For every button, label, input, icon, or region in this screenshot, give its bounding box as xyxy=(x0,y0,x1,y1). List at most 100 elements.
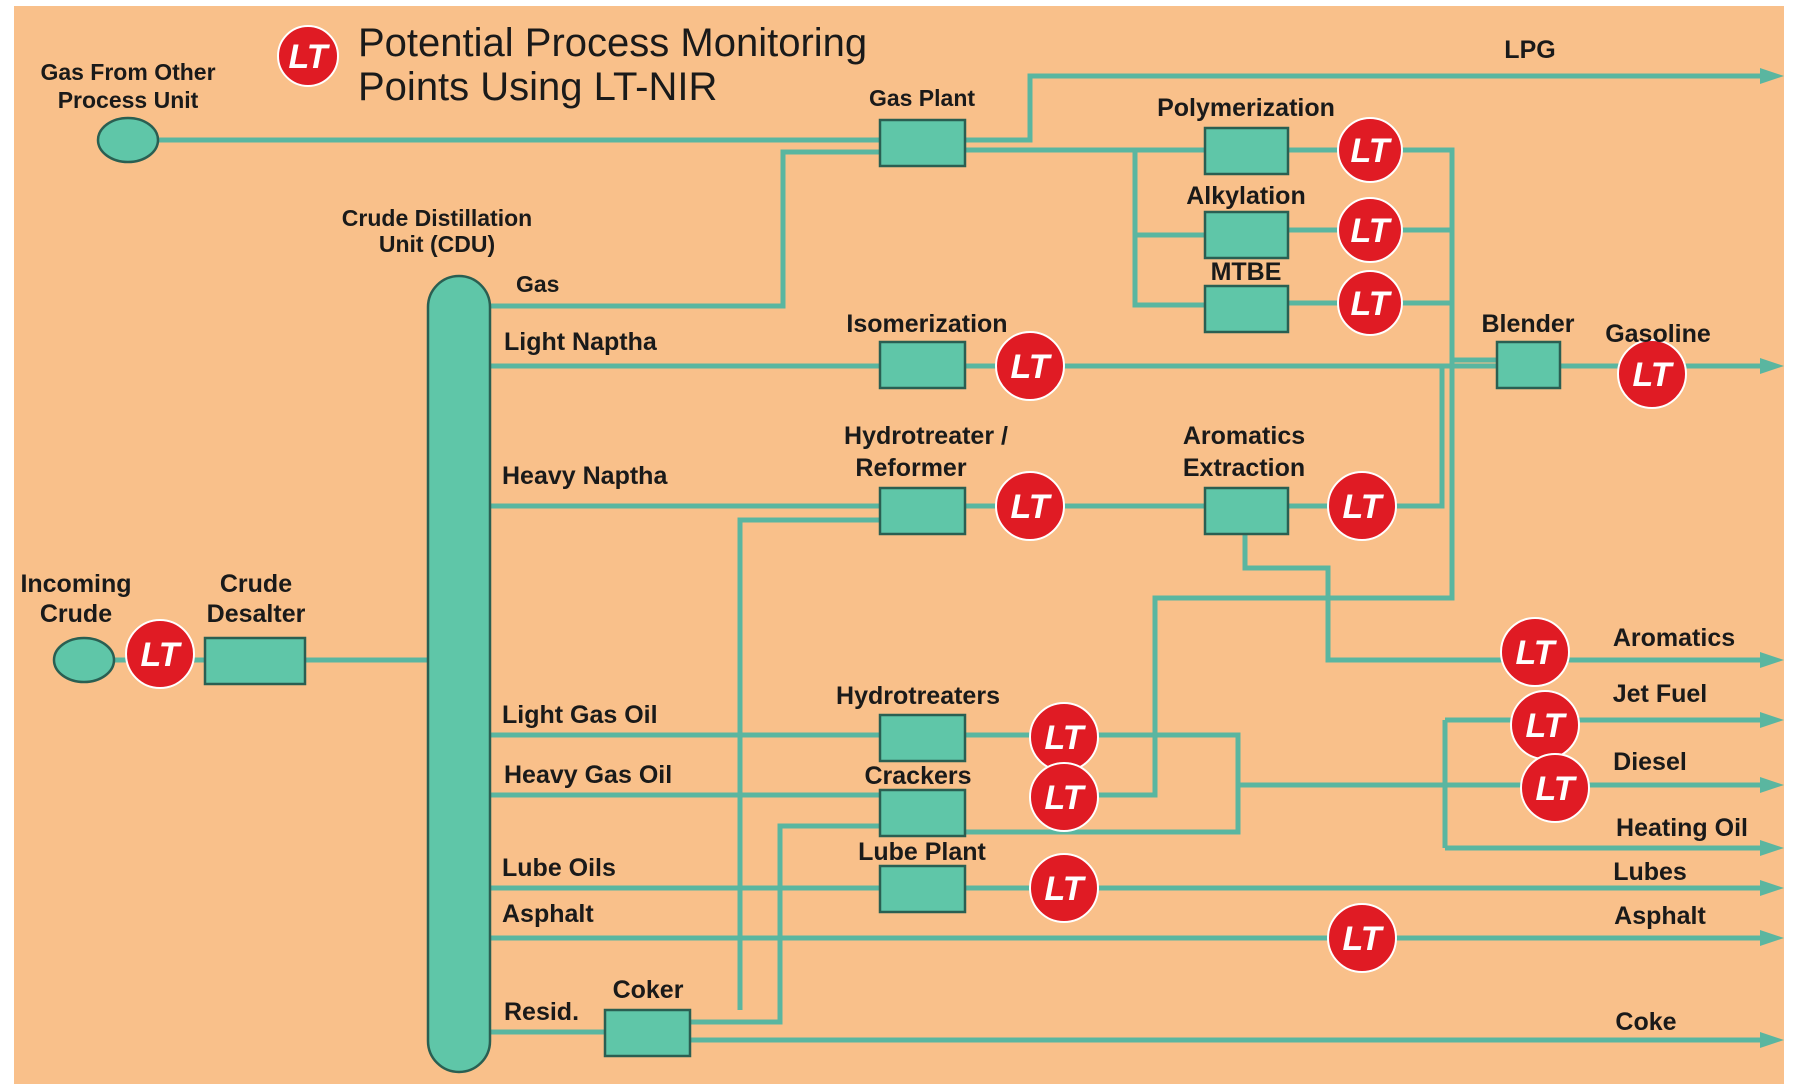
lpg-arrow xyxy=(1760,68,1784,84)
alkylation-label: Alkylation xyxy=(1186,182,1305,210)
lt-marker-label: LT xyxy=(1044,779,1086,817)
gasoline-arrow xyxy=(1760,358,1784,374)
crackers-label: Crackers xyxy=(864,762,971,790)
lt-marker-gasoline: LT xyxy=(1617,339,1687,409)
gas-other-source xyxy=(96,116,160,164)
lt-marker-label: LT xyxy=(140,636,182,674)
lt-marker-polymerization: LT xyxy=(1337,117,1403,183)
aromatics-arrow xyxy=(1760,652,1784,668)
product-asphalt-label: Asphalt xyxy=(1614,902,1706,930)
lt-marker-label: LT xyxy=(1535,770,1577,808)
mtbe-unit xyxy=(1203,284,1290,334)
title-line-2: Points Using LT-NIR xyxy=(358,65,717,109)
incoming-crude-source xyxy=(52,636,116,684)
mtbe-label: MTBE xyxy=(1211,258,1282,286)
stream-lube-oils-label: Lube Oils xyxy=(502,854,616,882)
stream-gas-label: Gas xyxy=(516,271,559,297)
stream-asphalt-label: Asphalt xyxy=(502,900,594,928)
product-gasoline-label: Gasoline xyxy=(1605,320,1711,348)
lt-marker-label: LT xyxy=(288,38,330,76)
cdu-label-2: Unit (CDU) xyxy=(379,231,495,257)
crackers-unit xyxy=(878,788,967,838)
lt-marker-title: LT xyxy=(277,25,339,87)
product-lpg-label: LPG xyxy=(1504,36,1555,64)
isomerization-unit xyxy=(878,340,967,390)
lt-marker-alkylation: LT xyxy=(1337,197,1403,263)
lt-marker-label: LT xyxy=(1350,212,1392,250)
polymerization-unit xyxy=(1203,126,1290,176)
product-coke-label: Coke xyxy=(1615,1008,1676,1036)
lt-marker-isomerization: LT xyxy=(995,331,1065,401)
alkylation-unit xyxy=(1203,210,1290,260)
asphalt-arrow xyxy=(1760,930,1784,946)
stream-heavy-gas-oil-label: Heavy Gas Oil xyxy=(504,761,672,789)
desalter-label-2: Desalter xyxy=(207,600,306,628)
gas-other-label-2: Process Unit xyxy=(58,87,199,113)
lt-marker-aromatics-extraction: LT xyxy=(1327,471,1397,541)
title-line-1: Potential Process Monitoring xyxy=(358,21,867,65)
lt-marker-label: LT xyxy=(1515,634,1557,672)
lt-marker-label: LT xyxy=(1632,356,1674,394)
lt-marker-lube-plant: LT xyxy=(1029,853,1099,923)
diesel-arrow xyxy=(1760,777,1784,793)
lubes-arrow xyxy=(1760,880,1784,896)
stream-light-naptha-label: Light Naptha xyxy=(504,328,658,356)
blender-unit xyxy=(1495,340,1562,390)
desalter-unit xyxy=(203,636,307,686)
lt-markers: LT LT LT LT LT LT LT LT xyxy=(125,25,1687,973)
hydrotreater-reformer-label-2: Reformer xyxy=(855,454,966,482)
lt-marker-crackers: LT xyxy=(1029,762,1099,832)
product-jet-fuel-label: Jet Fuel xyxy=(1613,680,1707,708)
lt-marker-label: LT xyxy=(1010,488,1052,526)
product-heating-oil-label: Heating Oil xyxy=(1616,814,1748,842)
arrowheads xyxy=(1760,68,1784,1048)
incoming-crude-label-2: Crude xyxy=(40,600,112,628)
lt-marker-label: LT xyxy=(1350,132,1392,170)
diagram-background xyxy=(14,6,1784,1084)
lt-marker-label: LT xyxy=(1350,285,1392,323)
blender-label: Blender xyxy=(1481,310,1574,338)
lt-marker-aromatics: LT xyxy=(1500,617,1570,687)
lt-marker-jet-fuel: LT xyxy=(1510,690,1580,760)
lt-marker-label: LT xyxy=(1342,488,1384,526)
gas-plant-label: Gas Plant xyxy=(869,85,975,111)
aromatics-extraction-label-2: Extraction xyxy=(1183,454,1305,482)
aromatics-extraction-unit xyxy=(1203,486,1290,536)
lt-marker-diesel: LT xyxy=(1520,753,1590,823)
lt-marker-label: LT xyxy=(1342,920,1384,958)
aromatics-extraction-label-1: Aromatics xyxy=(1183,422,1305,450)
incoming-crude-label-1: Incoming xyxy=(20,570,131,598)
stream-heavy-naptha-label: Heavy Naptha xyxy=(502,462,668,490)
lt-marker-mtbe: LT xyxy=(1337,270,1403,336)
hydrotreaters-label: Hydrotreaters xyxy=(836,682,1000,710)
jet-fuel-arrow xyxy=(1760,712,1784,728)
lt-marker-crude: LT xyxy=(125,619,195,689)
coke-arrow xyxy=(1760,1032,1784,1048)
isomerization-label: Isomerization xyxy=(846,310,1007,338)
lt-marker-hydrotreaters: LT xyxy=(1029,702,1099,772)
lube-plant-label: Lube Plant xyxy=(858,838,986,866)
lt-marker-label: LT xyxy=(1525,707,1567,745)
lube-plant-unit xyxy=(878,864,967,914)
lt-marker-label: LT xyxy=(1044,719,1086,757)
desalter-label-1: Crude xyxy=(220,570,292,598)
lt-marker-reformer: LT xyxy=(995,471,1065,541)
gas-other-label-1: Gas From Other xyxy=(40,59,215,85)
coker-unit xyxy=(603,1008,692,1058)
lt-marker-label: LT xyxy=(1010,348,1052,386)
cdu-column xyxy=(426,274,492,1074)
labels: Potential Process Monitoring Points Usin… xyxy=(20,21,1748,1036)
stream-resid-label: Resid. xyxy=(504,998,579,1026)
product-lubes-label: Lubes xyxy=(1613,858,1687,886)
heating-oil-arrow xyxy=(1760,840,1784,856)
lt-marker-label: LT xyxy=(1044,870,1086,908)
polymerization-label: Polymerization xyxy=(1157,94,1335,122)
cdu-label-1: Crude Distillation xyxy=(342,205,532,231)
product-aromatics-label: Aromatics xyxy=(1613,624,1735,652)
coker-label: Coker xyxy=(613,976,684,1004)
units xyxy=(52,116,1562,1074)
product-diesel-label: Diesel xyxy=(1613,748,1687,776)
hydrotreaters-unit xyxy=(878,713,967,763)
gas-plant-unit xyxy=(878,118,967,168)
